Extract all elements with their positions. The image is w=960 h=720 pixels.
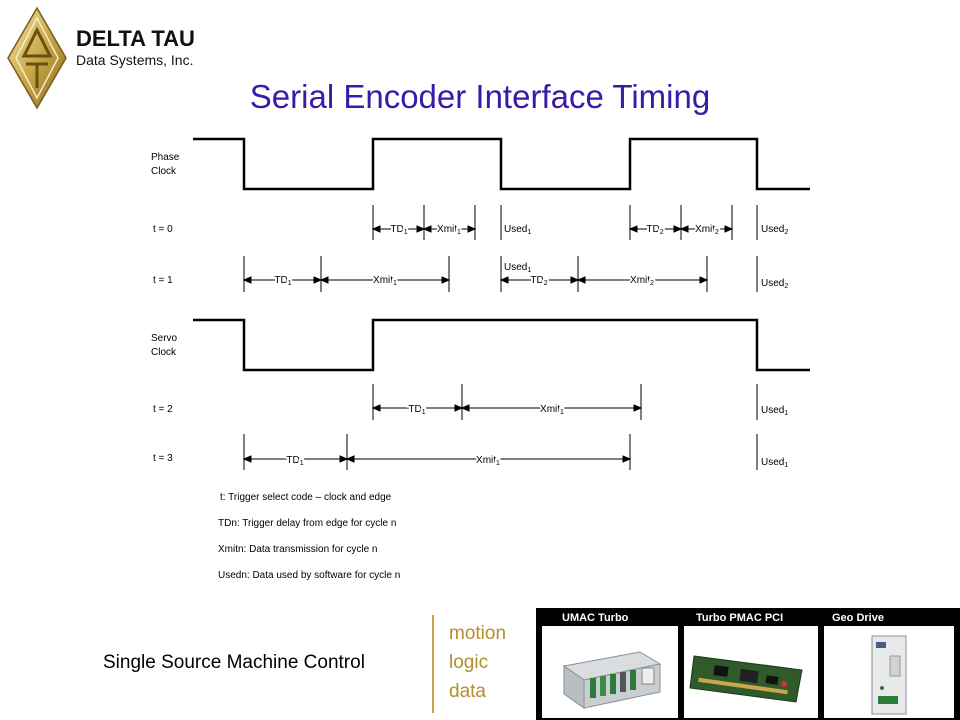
t2-xmit1-arrow — [460, 404, 643, 412]
servo-clock-label-1: Servo — [151, 333, 178, 344]
t3-td1-label: TD1 — [286, 455, 303, 467]
t2-td1-arrow — [371, 404, 464, 412]
footer-words: motion logic data — [449, 619, 506, 706]
product-image-pmac — [684, 626, 818, 718]
product-strip: UMAC Turbo Turbo PMAC PCI Geo Drive — [536, 608, 960, 720]
row-label-t0: t = 0 — [153, 224, 173, 235]
t1-xmit2-arrow — [576, 276, 709, 284]
delta-tau-logo — [7, 6, 67, 110]
company-name: DELTA TAU — [76, 26, 195, 51]
legend-item-used: Usedn: Data used by software for cycle n — [218, 570, 400, 581]
word-data: data — [449, 681, 486, 702]
t1-td1-label: TD1 — [274, 275, 291, 287]
word-motion: motion — [449, 623, 507, 644]
timing-diagram: Phase Clock Servo Clock t = 0 t = 1 t = … — [151, 137, 810, 581]
t0-xmit2-arrow — [679, 225, 734, 233]
t0-xmit1-arrow — [422, 225, 477, 233]
t3-xmit1-label: Xmit1 — [476, 455, 500, 467]
t1-used1-label: Used1 — [504, 262, 531, 274]
company-subtitle: Data Systems, Inc. — [76, 52, 194, 68]
word-logic: logic — [449, 652, 489, 673]
t0-td1-label: TD1 — [390, 224, 407, 236]
phase-clock-waveform — [193, 137, 810, 191]
row-label-t3: t = 3 — [153, 453, 173, 464]
t1-used2-label: Used2 — [761, 278, 788, 290]
servo-clock-label-2: Clock — [151, 347, 177, 358]
t3-td1-arrow — [242, 455, 349, 463]
product-image-umac — [542, 626, 678, 718]
t0-used1-label: Used1 — [504, 224, 531, 236]
t2-td1-label: TD1 — [408, 404, 425, 416]
t0-xmit2-label: Xmit2 — [695, 224, 719, 236]
t1-td2-arrow — [499, 276, 580, 284]
slide-title: Serial Encoder Interface Timing — [249, 78, 711, 115]
t1-xmit1-arrow — [319, 276, 451, 284]
phase-clock-label-1: Phase — [151, 152, 180, 163]
t2-used1-label: Used1 — [761, 405, 788, 417]
t3-used1-label: Used1 — [761, 457, 788, 469]
product-label-geo: Geo Drive — [832, 612, 884, 624]
t2-xmit1-label: Xmit1 — [540, 404, 564, 416]
t1-td1-arrow — [242, 276, 323, 284]
legend-item-xmit: Xmitn: Data transmission for cycle n — [218, 544, 378, 555]
row-label-t2: t = 2 — [153, 404, 173, 415]
product-label-pmac: Turbo PMAC PCI — [696, 612, 784, 624]
t1-td2-label: TD2 — [530, 275, 547, 287]
legend-item-t: t: Trigger select code – clock and edge — [220, 492, 392, 503]
row-label-t1: t = 1 — [153, 275, 173, 286]
tagline: Single Source Machine Control — [103, 652, 365, 673]
legend-item-td: TDn: Trigger delay from edge for cycle n — [218, 518, 396, 529]
t0-used2-label: Used2 — [761, 224, 788, 236]
t0-td2-arrow — [628, 225, 683, 233]
product-label-umac: UMAC Turbo — [562, 612, 629, 624]
t1-xmit1-label: Xmit1 — [373, 275, 397, 287]
company-block: DELTA TAU Data Systems, Inc. — [76, 26, 195, 68]
footer-divider — [432, 615, 434, 713]
t0-td2-label: TD2 — [646, 224, 663, 236]
servo-clock-waveform — [193, 318, 810, 372]
t0-td1-arrow — [371, 225, 426, 233]
t0-xmit1-label: Xmit1 — [437, 224, 461, 236]
phase-clock-label-2: Clock — [151, 166, 177, 177]
t1-xmit2-label: Xmit2 — [630, 275, 654, 287]
t3-xmit1-arrow — [345, 455, 632, 463]
product-image-geo — [824, 626, 954, 718]
